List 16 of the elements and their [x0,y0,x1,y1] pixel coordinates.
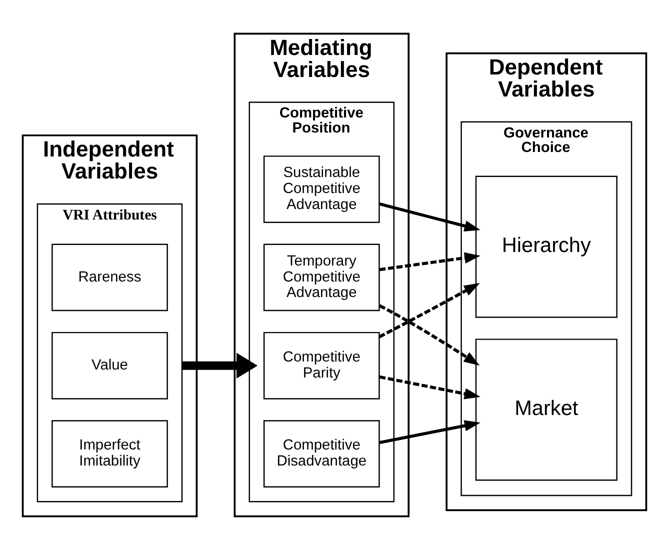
node-box: Temporary Competitive Advantage [263,243,380,311]
node-box: Rareness [52,243,168,311]
arrow [378,304,480,366]
node-box: Sustainable Competitive Advantage [263,155,380,222]
arrow [182,352,258,378]
arrow [379,252,480,271]
arrow [378,282,480,338]
arrow [379,420,480,444]
node-box: Value [52,331,168,399]
node-box: Competitive Parity [263,331,380,399]
arrow [379,374,480,399]
node-box: Imperfect Imitability [52,420,168,488]
arrow [379,202,480,231]
node-box: Competitive Disadvantage [263,420,380,488]
node-box: Hierarchy [475,175,618,318]
node-box: Market [475,338,618,480]
